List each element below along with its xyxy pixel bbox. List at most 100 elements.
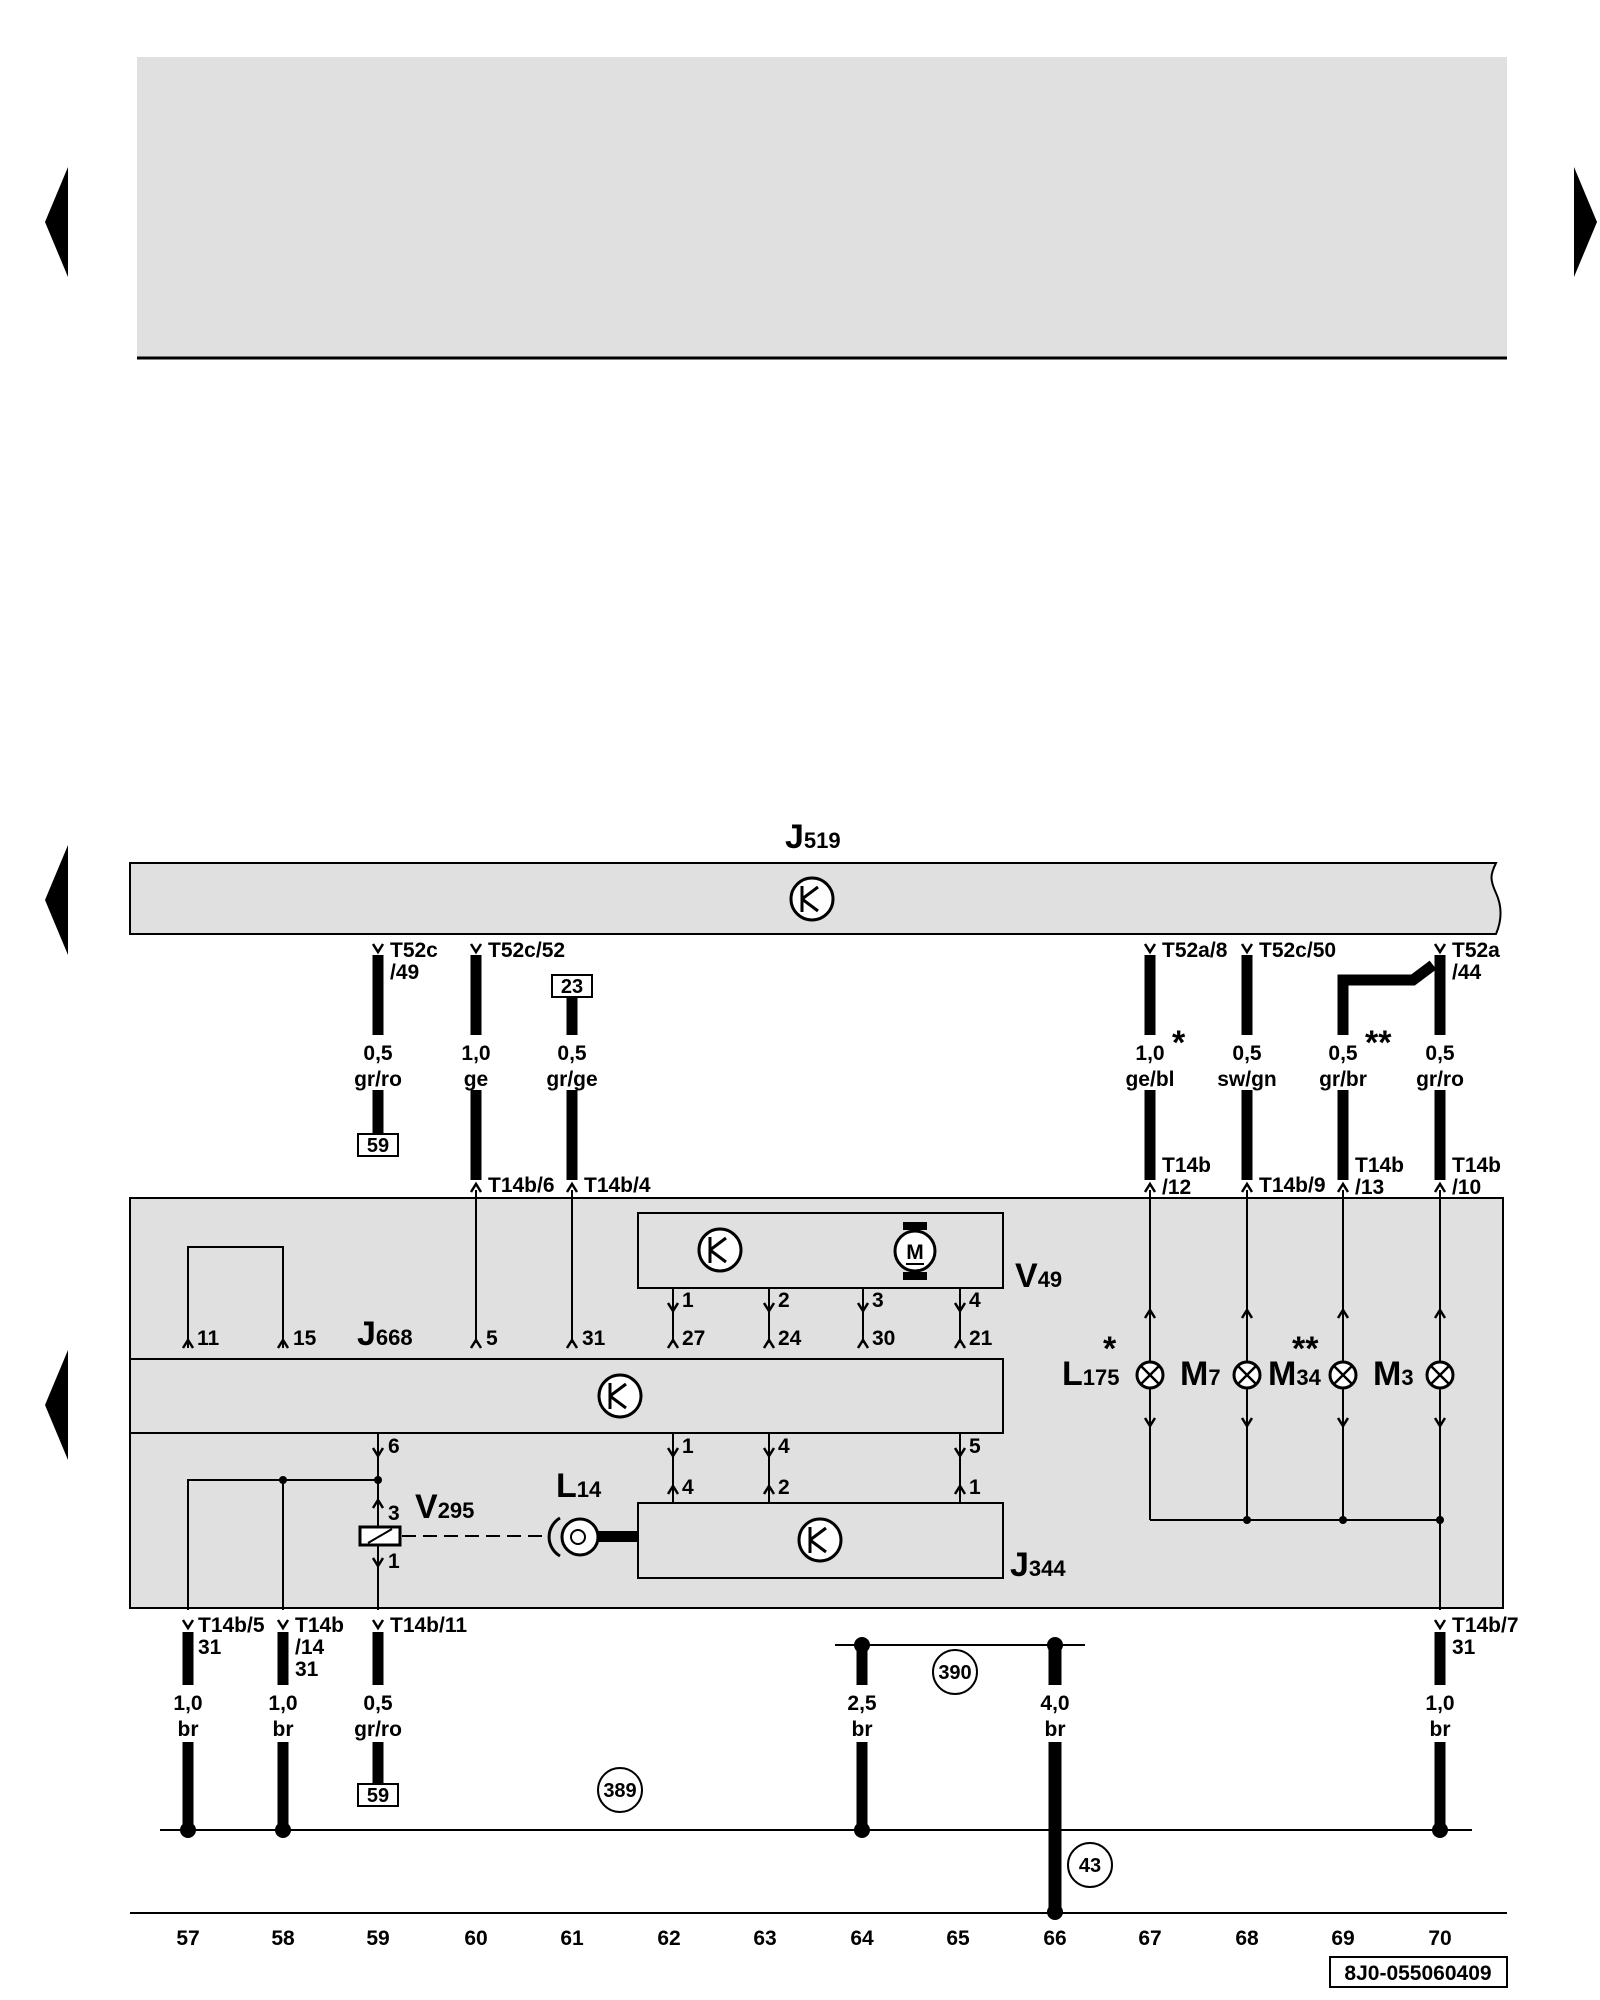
track-67: 67 bbox=[1138, 1927, 1161, 1950]
wire-70-size: 0,5 bbox=[1425, 1042, 1455, 1065]
prev-page-arrow-3[interactable] bbox=[45, 1350, 68, 1460]
conn-t14b-7-ground: 31 bbox=[1452, 1636, 1476, 1659]
ground-dots bbox=[180, 1637, 1448, 1920]
pin-j344-2: 2 bbox=[778, 1476, 790, 1499]
bulb-m3-icon bbox=[1425, 1360, 1455, 1390]
track-58: 58 bbox=[271, 1927, 295, 1950]
wire-58-size: 1,0 bbox=[268, 1692, 297, 1715]
track-63: 63 bbox=[753, 1927, 776, 1950]
track-68: 68 bbox=[1235, 1927, 1259, 1950]
conn-t14b-9: T14b/9 bbox=[1259, 1174, 1326, 1197]
conn-t52c-50: T52c/50 bbox=[1259, 939, 1336, 962]
wire-61-size: 1,0 bbox=[461, 1042, 490, 1065]
l175-label: L175 bbox=[1062, 1355, 1120, 1393]
v49-transistor-icon bbox=[697, 1227, 743, 1273]
conn-t14b-5-ground: 31 bbox=[198, 1636, 222, 1659]
wire-58-color: br bbox=[273, 1718, 294, 1741]
wire-68-color: sw/gn bbox=[1217, 1068, 1277, 1091]
v295-coil-slash bbox=[367, 1528, 393, 1544]
wire-67-size: 1,0 bbox=[1135, 1042, 1164, 1065]
next-page-arrow[interactable] bbox=[1574, 167, 1597, 277]
pin-v49-4: 4 bbox=[969, 1289, 981, 1312]
conn-t14b-14-a: T14b bbox=[295, 1614, 344, 1637]
ref-circle-390[interactable] bbox=[932, 1649, 978, 1695]
bulb-l175-icon bbox=[1135, 1360, 1165, 1390]
j668-transistor-icon bbox=[597, 1373, 643, 1419]
diagram-code: 8J0-055060409 bbox=[1344, 1962, 1491, 1985]
wire-64-color: br bbox=[852, 1718, 873, 1741]
wire-70-color: gr/ro bbox=[1416, 1068, 1464, 1091]
pin-j668-11: 11 bbox=[197, 1327, 220, 1350]
prev-page-arrow[interactable] bbox=[45, 167, 68, 277]
svg-text:M: M bbox=[906, 1241, 924, 1264]
ref-box-59-top-label: 59 bbox=[367, 1135, 389, 1157]
prev-page-arrow-2[interactable] bbox=[45, 845, 68, 955]
conn-t52c-49-b: /49 bbox=[390, 961, 419, 984]
conn-t52a-44-b: /44 bbox=[1452, 961, 1482, 984]
l175-mark: * bbox=[1103, 1330, 1117, 1368]
conn-t14b-12-a: T14b bbox=[1162, 1154, 1211, 1177]
v49-unit bbox=[637, 1212, 1004, 1289]
wire-70b-size: 1,0 bbox=[1425, 1692, 1454, 1715]
wire-61-color: ge bbox=[464, 1068, 489, 1091]
pin-j668-b1: 1 bbox=[682, 1435, 694, 1458]
track-66: 66 bbox=[1043, 1927, 1066, 1950]
track-65: 65 bbox=[946, 1927, 970, 1950]
wire-57-size: 1,0 bbox=[173, 1692, 202, 1715]
conn-t52c-52: T52c/52 bbox=[488, 939, 565, 962]
j344-label: J344 bbox=[1010, 1546, 1066, 1584]
pin-v295-1: 1 bbox=[388, 1550, 400, 1573]
conn-t14b-12-b: /12 bbox=[1162, 1176, 1191, 1199]
track-62: 62 bbox=[657, 1927, 680, 1950]
ref-circle-43[interactable] bbox=[1067, 1842, 1113, 1888]
conn-t14b-10-b: /10 bbox=[1452, 1176, 1481, 1199]
ref-circle-43-label: 43 bbox=[1079, 1855, 1101, 1877]
conn-t14b-4: T14b/4 bbox=[584, 1174, 651, 1197]
wire-62-color: gr/ge bbox=[546, 1068, 597, 1091]
j519-label: J519 bbox=[785, 818, 841, 856]
track-61: 61 bbox=[560, 1927, 584, 1950]
j344-transistor-icon bbox=[797, 1517, 843, 1563]
wire-60-size: 0,5 bbox=[363, 1042, 393, 1065]
pin-j668-24: 24 bbox=[778, 1327, 802, 1350]
l14-label: L14 bbox=[556, 1467, 602, 1505]
ref-box-23[interactable] bbox=[551, 974, 593, 998]
pin-j668-21: 21 bbox=[969, 1327, 993, 1350]
wire-66-color: br bbox=[1045, 1718, 1066, 1741]
pin-v49-2: 2 bbox=[778, 1289, 790, 1312]
wire-69-mark: ** bbox=[1365, 1024, 1392, 1062]
connector-arrows bbox=[181, 943, 1447, 1631]
wire-59-color: gr/ro bbox=[354, 1718, 402, 1741]
track-60: 60 bbox=[464, 1927, 487, 1950]
m7-label: M7 bbox=[1180, 1355, 1221, 1393]
track-70: 70 bbox=[1428, 1927, 1451, 1950]
ref-circle-390-label: 390 bbox=[938, 1662, 971, 1684]
j668-label: J668 bbox=[357, 1315, 413, 1353]
junction-dots bbox=[279, 1476, 1444, 1524]
track-numbers: 57 58 59 60 61 62 63 64 65 66 67 68 69 7… bbox=[176, 1927, 1451, 1950]
v49-label: V49 bbox=[1015, 1257, 1062, 1295]
pin-v49-3: 3 bbox=[872, 1289, 884, 1312]
ref-box-59-bottom-label: 59 bbox=[367, 1785, 389, 1807]
header-panel bbox=[137, 57, 1507, 357]
ref-box-23-label: 23 bbox=[561, 976, 583, 998]
pin-j668-5: 5 bbox=[486, 1327, 498, 1350]
pin-j668-30: 30 bbox=[872, 1327, 895, 1350]
thick-wires bbox=[182, 955, 1446, 1830]
pin-j344-1: 1 bbox=[969, 1476, 981, 1499]
diagram-code-box bbox=[1329, 1956, 1508, 1988]
conn-t14b-7: T14b/7 bbox=[1452, 1614, 1519, 1637]
m34-label: M34 bbox=[1268, 1355, 1322, 1393]
wire-69-size: 0,5 bbox=[1328, 1042, 1358, 1065]
wire-66-size: 4,0 bbox=[1040, 1692, 1069, 1715]
conn-t52a-44-a: T52a bbox=[1452, 939, 1500, 962]
pin-j344-4: 4 bbox=[682, 1476, 694, 1499]
wire-67-mark: * bbox=[1172, 1024, 1186, 1062]
ref-circle-389[interactable] bbox=[597, 1767, 643, 1813]
bulb-m34-icon bbox=[1328, 1360, 1358, 1390]
pin-j668-b5: 5 bbox=[969, 1435, 981, 1458]
track-57: 57 bbox=[176, 1927, 199, 1950]
wire-69-color: gr/br bbox=[1319, 1068, 1367, 1091]
track-59: 59 bbox=[366, 1927, 389, 1950]
